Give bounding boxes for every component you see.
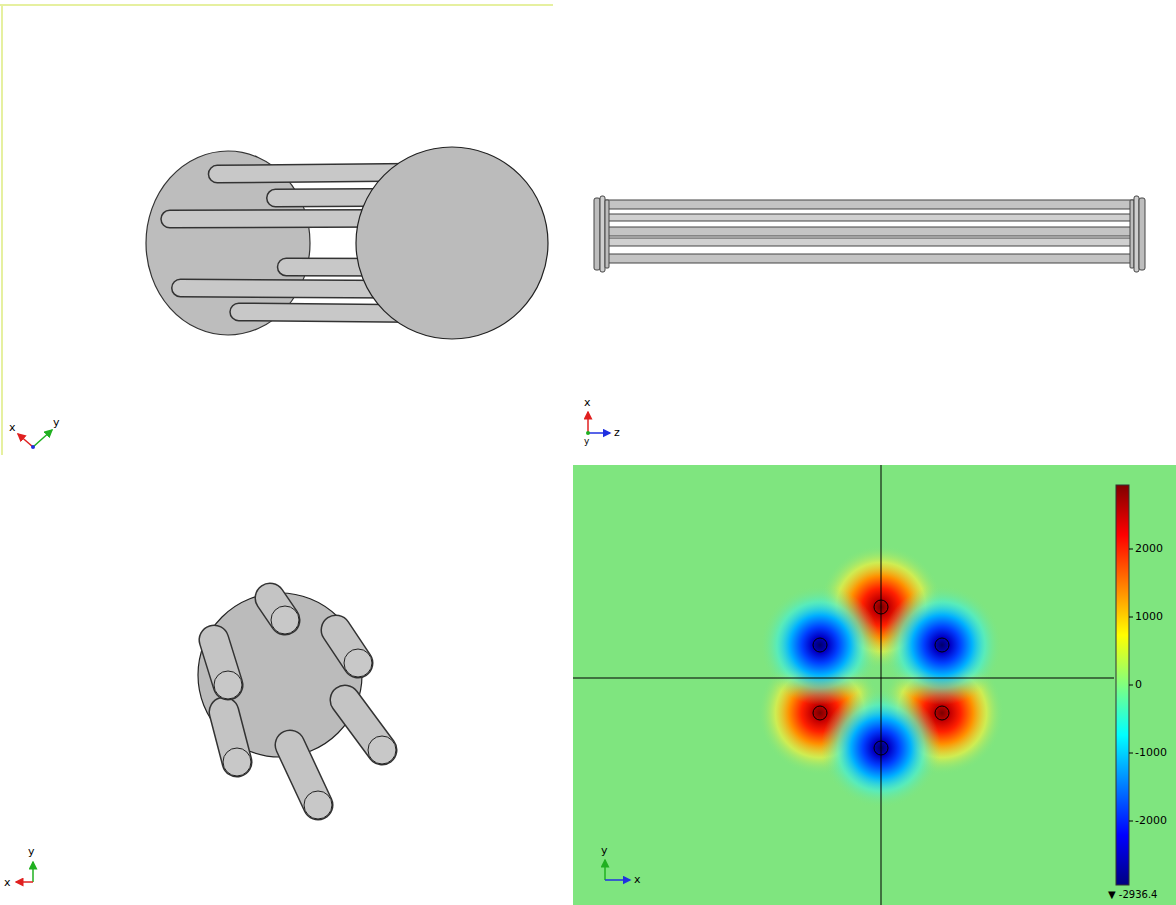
view-frame (0, 4, 553, 6)
axis-label: x (634, 874, 641, 886)
axis-triad (16, 412, 630, 882)
color-bar-tick: -2000 (1135, 815, 1167, 827)
field-plot (573, 465, 1176, 905)
axis-label: y (584, 437, 589, 447)
axis-label: z (614, 427, 620, 439)
axis-label: x (9, 422, 16, 434)
axis-label: y (601, 845, 608, 857)
axis-label: y (28, 846, 35, 858)
axis-label: x (584, 397, 591, 409)
cage-3d-view (146, 147, 548, 339)
color-bar-tick: 0 (1135, 679, 1142, 691)
axis-label: y (53, 417, 60, 429)
color-bar-tick: 2000 (1135, 543, 1163, 555)
cage-side-view (594, 196, 1145, 272)
view-frame (1, 5, 3, 455)
cage-end-view (198, 593, 396, 819)
color-bar-tick: 1000 (1135, 611, 1163, 623)
color-bar-tick: -1000 (1135, 747, 1167, 759)
color-bar (1116, 485, 1129, 885)
axis-label: x (4, 877, 11, 889)
color-bar-tick: ▼ -2936.4 (1108, 889, 1157, 900)
